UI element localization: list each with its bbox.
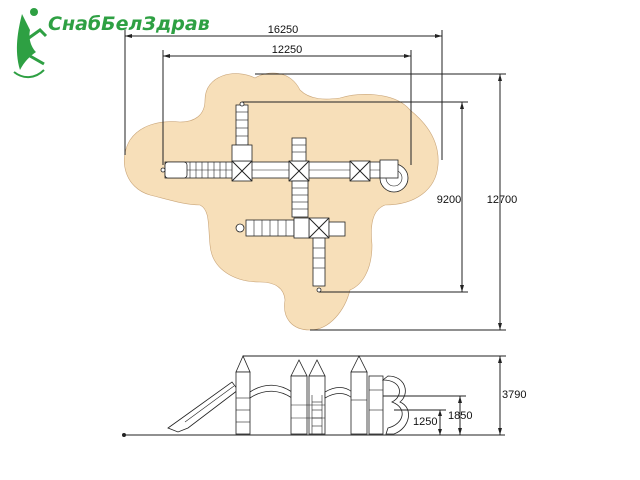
dim-plan-inner-width: 12250 bbox=[272, 44, 303, 56]
dim-elevation-platform-low: 1250 bbox=[413, 416, 437, 428]
plan-tower-center bbox=[288, 160, 310, 182]
dim-elevation-total-height: 3790 bbox=[502, 389, 526, 401]
plan-structure bbox=[160, 101, 409, 293]
dim-plan-depth-total: 12700 bbox=[487, 194, 518, 206]
elevation-structure bbox=[122, 355, 505, 437]
dim-elevation-platform-high: 1850 bbox=[448, 410, 472, 422]
brand-logo: СнабБелЗдрав bbox=[13, 8, 210, 78]
brand-name: СнабБелЗдрав bbox=[48, 13, 210, 35]
dim-plan-depth-inner: 9200 bbox=[437, 194, 461, 206]
plan-tower-left bbox=[231, 160, 253, 182]
plan-dimensions: 16250 12250 9200 12700 bbox=[124, 24, 518, 331]
dim-plan-total-width: 16250 bbox=[268, 24, 299, 36]
running-figure-logo-icon bbox=[13, 8, 48, 78]
plan-tower-right bbox=[349, 160, 371, 182]
plan-safety-area bbox=[123, 72, 439, 331]
elevation-dimensions: 3790 1850 1250 bbox=[243, 355, 526, 435]
plan-tower-lower bbox=[308, 217, 330, 239]
